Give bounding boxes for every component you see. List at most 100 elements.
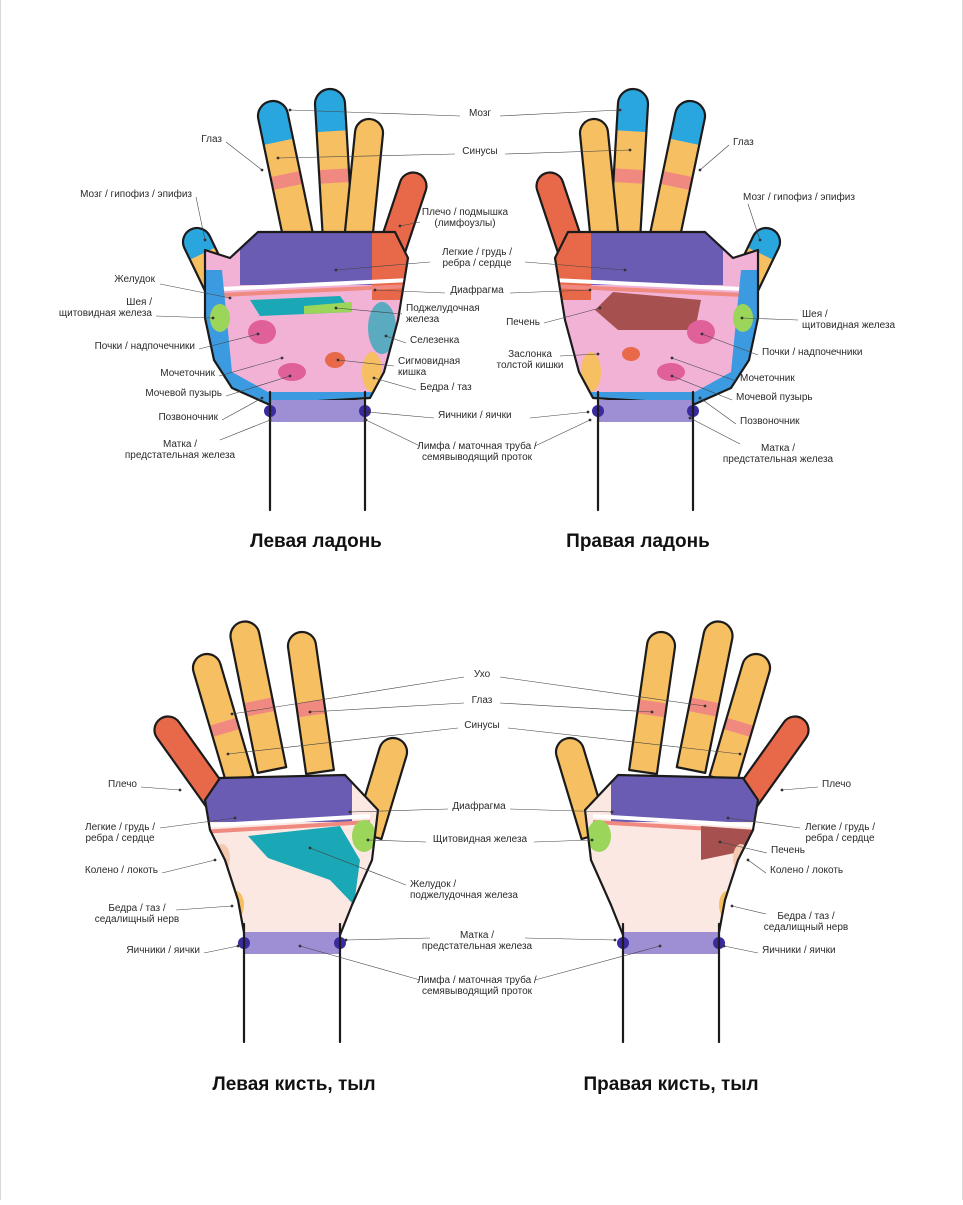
- label-line: Мочевой пузырь: [145, 388, 222, 399]
- label-line: семявыводящий проток: [422, 452, 533, 463]
- leader-line: [225, 375, 291, 397]
- leader-line: [747, 859, 767, 874]
- leader-dot: [590, 838, 594, 842]
- leader-dot: [758, 238, 762, 242]
- label-text: Колено / локоть: [85, 865, 158, 876]
- finger-body: [734, 716, 809, 808]
- leader-line: [373, 377, 417, 391]
- label-line: Мозг / гипофиз / эпифиз: [743, 191, 855, 203]
- lungs-zone: [240, 232, 400, 285]
- label-text: Желудок: [114, 274, 155, 285]
- leader-dot: [366, 410, 370, 414]
- bladder-zone: [278, 363, 306, 381]
- leader-dot: [211, 316, 215, 320]
- label-line: Диафрагма: [452, 800, 506, 812]
- label-line: Почки / надпочечники: [95, 341, 195, 352]
- label-text: Позвоночник: [740, 416, 800, 427]
- diagram-label: Селезенка: [384, 334, 460, 346]
- label-text: Диафрагма: [450, 284, 504, 296]
- label-line: железа: [406, 314, 440, 325]
- label-line: Синусы: [462, 146, 497, 157]
- finger-outline: [608, 87, 650, 242]
- label-line: Глаз: [201, 134, 222, 145]
- diagram-label: Желудок: [114, 274, 232, 300]
- palm-outline: [583, 773, 760, 940]
- leader-dot: [610, 810, 614, 814]
- palm-outline: [203, 230, 410, 406]
- diagram-label: Глаз: [308, 695, 654, 714]
- diagram-label: Матка /предстательная железа: [125, 418, 272, 461]
- label-text: Шея /щитовидная железа: [59, 297, 153, 319]
- right-back-hand: [554, 620, 810, 1044]
- leader-line: [231, 676, 465, 715]
- finger: [648, 101, 705, 249]
- lungs-zone: [611, 775, 758, 822]
- finger-outline: [554, 736, 610, 841]
- frame-left: [0, 0, 1, 1200]
- finger-outline: [286, 630, 335, 776]
- leader-dot: [398, 224, 402, 228]
- finger-band: [268, 170, 305, 191]
- diagram-label: Легкие / грудь /ребра / сердце: [334, 247, 627, 272]
- label-line: (лимфоузлы): [434, 217, 495, 229]
- finger: [610, 89, 648, 241]
- finger-outline: [353, 736, 409, 841]
- label-text: Мочеточник: [160, 368, 215, 379]
- leader-line: [534, 945, 661, 981]
- label-line: Мозг: [469, 108, 491, 119]
- diagram-label: Матка /предстательная железа: [688, 416, 834, 465]
- label-text: Селезенка: [410, 335, 460, 346]
- diagram-label: Лимфа / маточная труба /семявыводящий пр…: [298, 944, 662, 997]
- leader-line: [499, 109, 621, 117]
- diagram-label: Бедра / таз /седалищный нерв: [95, 903, 234, 925]
- label-text: Бедра / таз /седалищный нерв: [764, 911, 848, 933]
- diaphragm-band: [205, 820, 371, 834]
- finger-band: [658, 170, 695, 191]
- leader-dot: [288, 108, 292, 112]
- leader-dot: [598, 306, 602, 310]
- label-line: Мочеточник: [160, 368, 215, 379]
- label-line: Плечо / подмышка: [422, 207, 509, 218]
- label-text: Легкие / грудь /ребра / сердце: [805, 822, 875, 844]
- label-text: Глаз: [733, 137, 754, 148]
- leader-dot: [698, 168, 702, 172]
- thyroid-zone: [587, 820, 611, 852]
- label-line: ребра / сердце: [85, 832, 155, 844]
- leader-line: [367, 839, 427, 843]
- finger-outline: [181, 226, 239, 308]
- diagram-label: Яичники / яички: [126, 944, 240, 956]
- diagram-caption: Левая кисть, тыл: [212, 1074, 375, 1095]
- label-text: Легкие / грудь /ребра / сердце: [85, 822, 155, 844]
- leader-dot: [298, 944, 302, 948]
- leader-dot: [703, 704, 707, 708]
- leader-line: [701, 333, 759, 356]
- diaphragm-line: [205, 814, 371, 828]
- diagram-label: Желудок /поджелудочная железа: [308, 846, 518, 901]
- leader-dot: [628, 148, 632, 152]
- wrist-band: [244, 932, 340, 954]
- leader-line: [719, 841, 768, 854]
- pancreas-zone: [304, 302, 352, 314]
- label-line: Печень: [506, 317, 540, 328]
- leader-dot: [233, 816, 237, 820]
- label-line: Матка /: [460, 930, 494, 941]
- leader-line: [504, 149, 631, 155]
- lungs-zone: [563, 232, 723, 285]
- leader-dot: [623, 268, 627, 272]
- diagram-label: Шея /щитовидная железа: [740, 309, 896, 331]
- leader-line: [741, 317, 799, 321]
- leader-line: [227, 727, 459, 755]
- leader-dot: [780, 788, 784, 792]
- finger-outline: [535, 171, 592, 276]
- leader-dot: [650, 710, 654, 714]
- label-text: Яичники / яички: [438, 410, 512, 421]
- diagram-label: Бедра / таз /седалищный нерв: [730, 904, 848, 933]
- leader-line: [365, 419, 421, 447]
- leader-dot: [740, 316, 744, 320]
- leader-line: [524, 937, 616, 941]
- leader-line: [309, 847, 407, 886]
- finger-body: [709, 654, 770, 784]
